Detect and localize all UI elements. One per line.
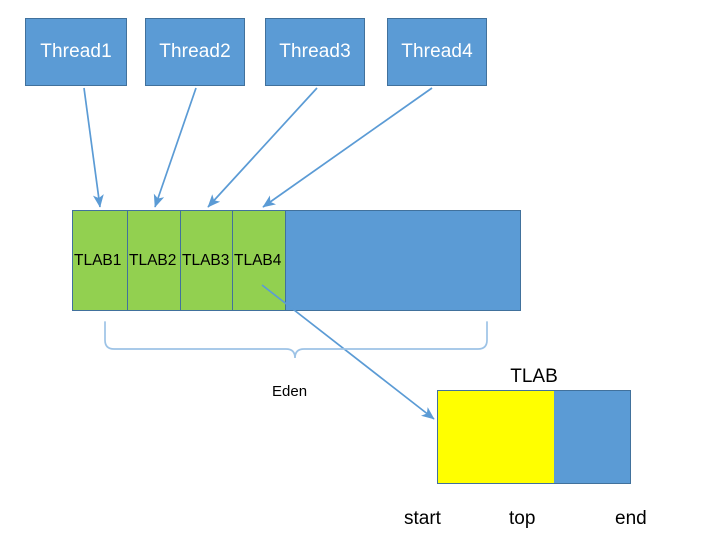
thread-box-label: Thread3 (279, 41, 351, 62)
tlab-marker-start: start (404, 508, 441, 529)
thread-box-2[interactable]: Thread2 (145, 18, 245, 86)
tlab-segment-label: TLAB3 (182, 251, 230, 269)
thread4-to-tlab4-arrow (262, 87, 433, 208)
thread-box-4[interactable]: Thread4 (387, 18, 487, 86)
eden-space-bar: TLAB1 TLAB2 TLAB3 TLAB4 (72, 210, 521, 311)
thread3-to-tlab3-arrow (207, 87, 318, 208)
tlab-segment-label: TLAB4 (234, 251, 282, 269)
tlab-marker-top: top (509, 508, 536, 529)
tlab-segment-4[interactable]: TLAB4 (233, 211, 286, 310)
eden-label: Eden (272, 383, 308, 400)
thread-box-label: Thread4 (401, 41, 473, 62)
thread-box-3[interactable]: Thread3 (265, 18, 365, 86)
tlab-detail-box (437, 390, 631, 484)
tlab-segment-2[interactable]: TLAB2 (128, 211, 181, 310)
eden-brace (104, 321, 488, 359)
tlab-segment-3[interactable]: TLAB3 (181, 211, 233, 310)
tlab-used-region (438, 391, 554, 483)
thread-box-label: Thread1 (40, 41, 112, 62)
tlab-segment-label: TLAB1 (74, 251, 122, 269)
thread-box-1[interactable]: Thread1 (25, 18, 127, 86)
tlab-detail-title: TLAB (510, 366, 558, 387)
tlab-unused-region (554, 391, 630, 483)
tlab-segment-1[interactable]: TLAB1 (73, 211, 128, 310)
thread-box-label: Thread2 (159, 41, 231, 62)
thread2-to-tlab2-arrow (153, 87, 197, 208)
tlab-segment-label: TLAB2 (129, 251, 177, 269)
thread1-to-tlab1-arrow (83, 87, 104, 208)
tlab-marker-end: end (615, 508, 647, 529)
eden-free-area (286, 211, 520, 310)
